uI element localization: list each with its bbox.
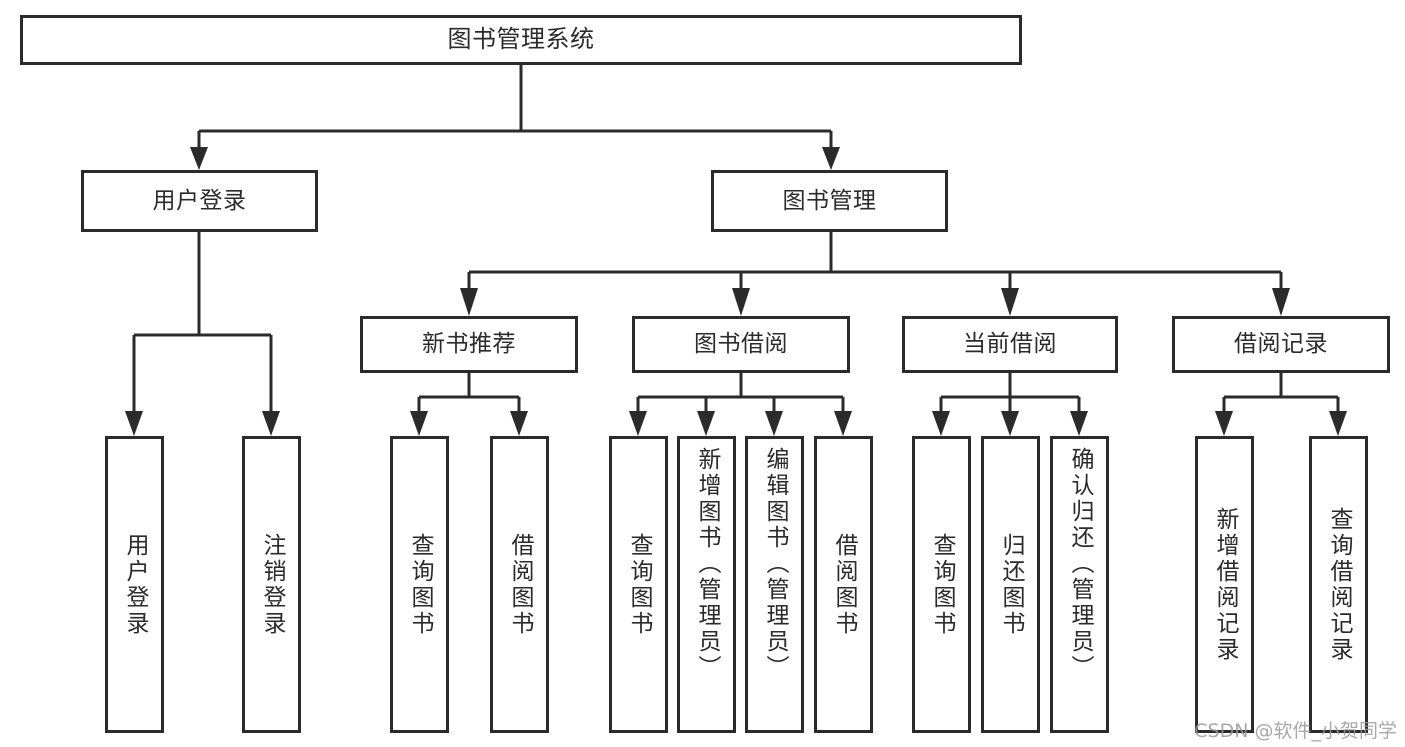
arrow-current-borrow xyxy=(1001,288,1019,316)
node-leaf-query-book-2[interactable]: 查询图书 xyxy=(609,436,668,733)
node-leaf-borrow-book-1-label: 借阅图书 xyxy=(507,532,533,637)
node-leaf-confirm-return-label: 确认归还（管理员） xyxy=(1067,447,1093,681)
arrow-leaf-user-logout xyxy=(262,411,280,436)
arrow-leaf-edit-book xyxy=(765,411,783,436)
node-leaf-add-book-label: 新增图书（管理员） xyxy=(694,447,720,681)
node-book-manage-label: 图书管理 xyxy=(782,187,877,214)
node-leaf-query-book-1-label: 查询图书 xyxy=(407,532,433,637)
node-leaf-user-login[interactable]: 用户登录 xyxy=(105,436,164,733)
arrow-leaf-add-book xyxy=(697,411,715,436)
node-leaf-borrow-book-2-label: 借阅图书 xyxy=(831,532,857,637)
node-leaf-edit-book[interactable]: 编辑图书（管理员） xyxy=(745,436,804,733)
arrow-borrow-record xyxy=(1272,288,1290,316)
arrow-leaf-query-book-3 xyxy=(932,411,950,436)
node-leaf-edit-book-label: 编辑图书（管理员） xyxy=(762,447,788,681)
arrow-leaf-return-book xyxy=(1001,411,1019,436)
node-current-borrow-label: 当前借阅 xyxy=(963,331,1057,358)
node-leaf-user-login-label: 用户登录 xyxy=(122,532,148,637)
node-root-label: 图书管理系统 xyxy=(447,25,595,54)
node-leaf-query-record-label: 查询借阅记录 xyxy=(1326,506,1352,663)
arrow-new-book-rec xyxy=(460,288,478,316)
node-user-login-label: 用户登录 xyxy=(152,187,247,214)
arrow-user-login xyxy=(190,147,208,170)
csdn-watermark: CSDN @软件_小贺同学 xyxy=(1194,720,1397,742)
node-borrow-record[interactable]: 借阅记录 xyxy=(1172,316,1390,373)
arrow-leaf-query-record xyxy=(1329,411,1347,436)
node-book-manage[interactable]: 图书管理 xyxy=(711,170,948,232)
node-current-borrow[interactable]: 当前借阅 xyxy=(902,316,1118,373)
node-leaf-query-book-3[interactable]: 查询图书 xyxy=(912,436,971,733)
arrow-leaf-query-book-2 xyxy=(629,411,647,436)
node-leaf-add-book[interactable]: 新增图书（管理员） xyxy=(677,436,736,733)
node-leaf-return-book[interactable]: 归还图书 xyxy=(981,436,1040,733)
node-new-book-rec[interactable]: 新书推荐 xyxy=(360,316,578,373)
arrow-leaf-confirm-return xyxy=(1070,411,1088,436)
arrow-leaf-query-book-1 xyxy=(410,411,428,436)
node-leaf-query-book-2-label: 查询图书 xyxy=(626,532,652,637)
node-leaf-return-book-label: 归还图书 xyxy=(998,532,1024,637)
node-new-book-rec-label: 新书推荐 xyxy=(422,331,516,358)
node-leaf-query-book-3-label: 查询图书 xyxy=(929,532,955,637)
arrow-book-borrow xyxy=(732,288,750,316)
arrow-book-manage xyxy=(822,147,840,170)
arrow-leaf-add-record xyxy=(1215,411,1233,436)
node-book-borrow-label: 图书借阅 xyxy=(694,331,788,358)
node-leaf-user-logout-label: 注销登录 xyxy=(259,532,285,637)
node-leaf-borrow-book-2[interactable]: 借阅图书 xyxy=(814,436,873,733)
arrow-leaf-borrow-book-2 xyxy=(834,411,852,436)
node-leaf-add-record[interactable]: 新增借阅记录 xyxy=(1195,436,1254,733)
node-leaf-borrow-book-1[interactable]: 借阅图书 xyxy=(490,436,549,733)
node-user-login[interactable]: 用户登录 xyxy=(81,170,318,232)
node-book-borrow[interactable]: 图书借阅 xyxy=(632,316,850,373)
arrow-leaf-borrow-book-1 xyxy=(510,411,528,436)
node-borrow-record-label: 借阅记录 xyxy=(1234,331,1328,358)
node-leaf-query-book-1[interactable]: 查询图书 xyxy=(390,436,449,733)
node-leaf-add-record-label: 新增借阅记录 xyxy=(1212,506,1238,663)
node-leaf-user-logout[interactable]: 注销登录 xyxy=(242,436,301,733)
node-root[interactable]: 图书管理系统 xyxy=(20,15,1022,65)
node-leaf-confirm-return[interactable]: 确认归还（管理员） xyxy=(1050,436,1109,733)
node-leaf-query-record[interactable]: 查询借阅记录 xyxy=(1309,436,1368,733)
arrow-leaf-user-login xyxy=(125,411,143,436)
